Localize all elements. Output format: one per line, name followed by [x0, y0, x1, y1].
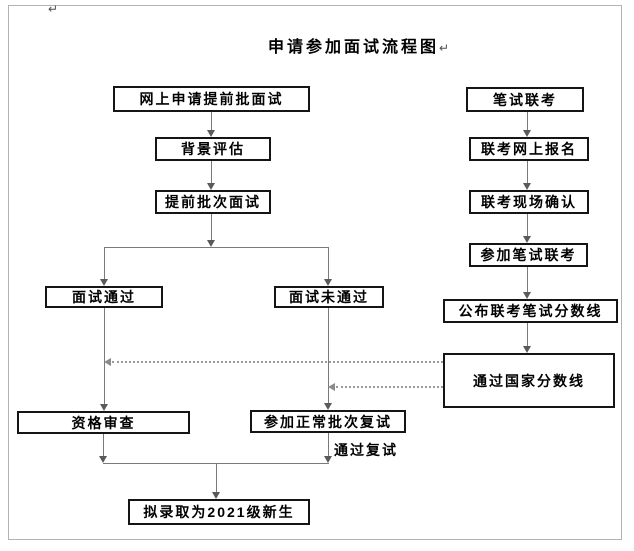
flow-node-early-batch-interview: 提前批次面试 [155, 190, 271, 214]
flow-node-exam-online-registration: 联考网上报名 [469, 137, 589, 161]
arrow-down-icon [523, 292, 531, 299]
arrow-down-icon [523, 130, 531, 137]
flow-node-admitted: 拟录取为2021级新生 [128, 499, 310, 525]
arrow-down-icon [523, 183, 531, 190]
arrow-down-icon [207, 183, 215, 190]
page-border [8, 5, 622, 540]
flow-node-normal-batch-retest: 参加正常批次复试 [250, 410, 406, 433]
arrow-down-icon [207, 130, 215, 137]
flow-node-take-written-exam: 参加笔试联考 [469, 243, 588, 267]
page-title: 申请参加面试流程图↵ [268, 33, 449, 57]
flow-node-interview-failed: 面试未通过 [274, 286, 384, 308]
flow-node-exam-onsite-confirmation: 联考现场确认 [469, 190, 589, 214]
connector-line [328, 247, 329, 279]
arrow-down-icon [523, 346, 531, 353]
connector-line [328, 433, 329, 457]
flow-node-background-eval: 背景评估 [155, 137, 271, 161]
connector-line [328, 308, 329, 403]
connector-line [104, 308, 105, 404]
arrow-left-icon [104, 358, 111, 366]
paragraph-return-icon: ↵ [439, 41, 450, 55]
arrow-down-icon [100, 404, 108, 411]
connector-line [527, 267, 528, 293]
connector-line [104, 247, 105, 279]
connector-line [103, 463, 329, 464]
connector-line [103, 434, 104, 457]
arrow-down-icon [207, 240, 215, 247]
flow-node-publish-score-line: 公布联考笔试分数线 [443, 299, 618, 323]
dotted-connector-line [112, 361, 443, 363]
edge-label-pass-retest: 通过复试 [334, 442, 398, 458]
flow-node-interview-passed: 面试通过 [45, 286, 163, 308]
dotted-connector-line [336, 386, 443, 388]
flow-node-apply-online: 网上申请提前批面试 [113, 86, 310, 112]
connector-line [527, 112, 528, 131]
connector-line [527, 214, 528, 236]
title-text: 申请参加面试流程图 [268, 39, 440, 56]
arrow-down-icon [324, 279, 332, 286]
arrow-down-icon [523, 236, 531, 243]
arrow-left-icon [328, 383, 335, 391]
connector-line [527, 161, 528, 183]
connector-line [211, 214, 212, 240]
flow-node-written-exam: 笔试联考 [466, 87, 584, 112]
arrow-down-icon [324, 403, 332, 410]
arrow-down-icon [99, 456, 107, 463]
arrow-down-icon [100, 279, 108, 286]
flow-node-pass-national-line: 通过国家分数线 [443, 353, 615, 408]
connector-line [211, 161, 212, 183]
arrow-down-icon [212, 492, 220, 499]
flow-node-qualification-review: 资格审查 [17, 411, 190, 434]
connector-line [216, 464, 217, 493]
arrow-down-icon [324, 456, 332, 463]
paragraph-return-icon: ↵ [48, 2, 59, 16]
connector-line [527, 323, 528, 347]
connector-line [211, 112, 212, 131]
connector-line [104, 247, 329, 248]
